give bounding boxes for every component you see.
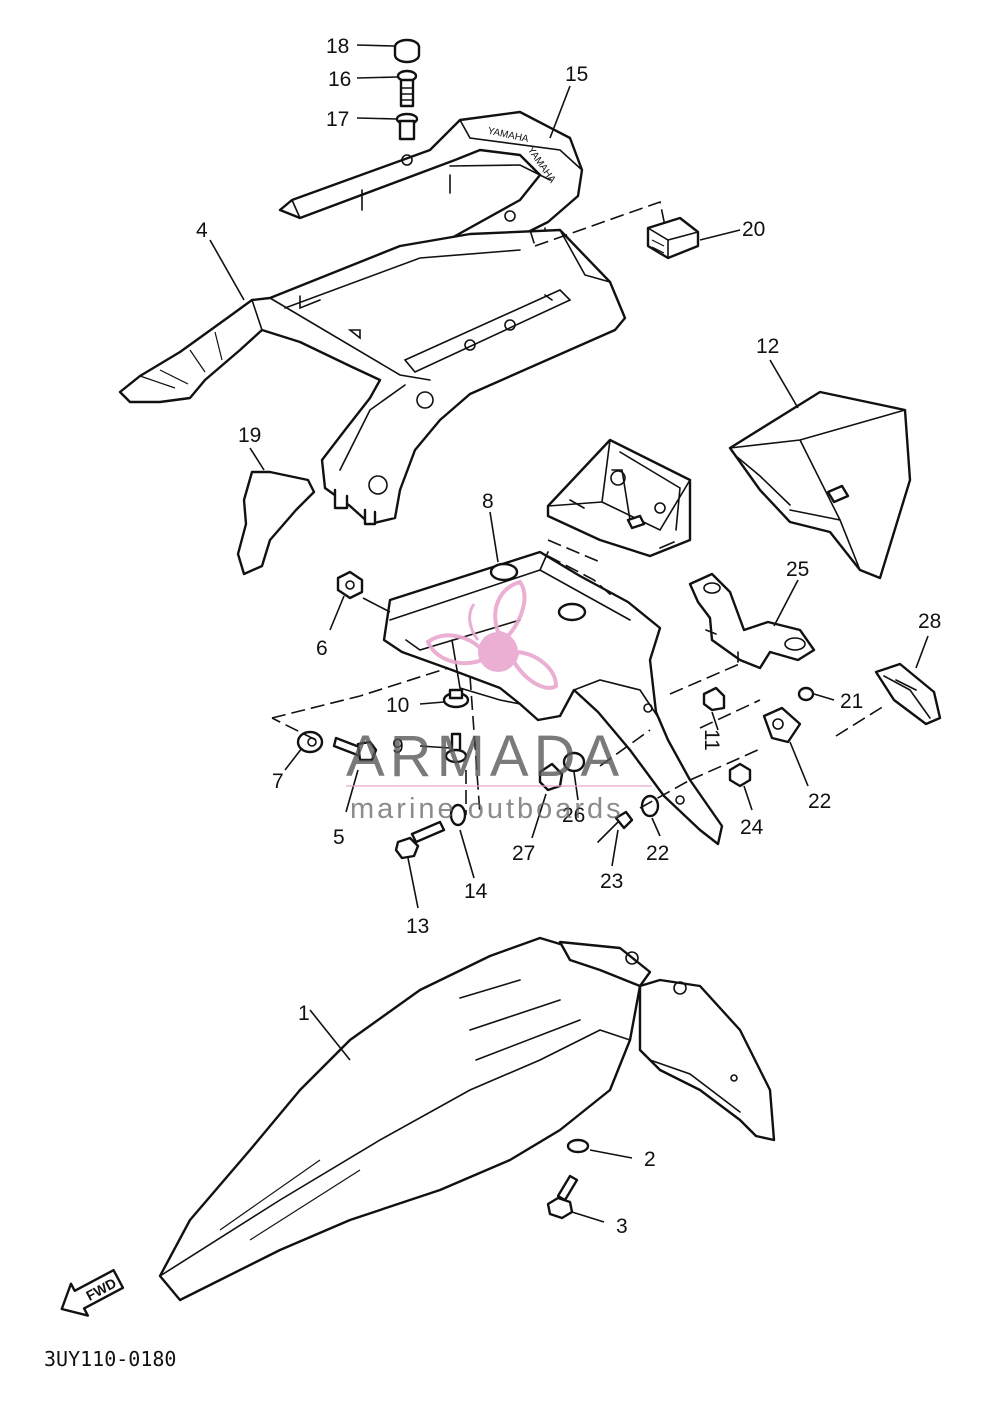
callout-15: 15	[565, 63, 588, 86]
callout-21: 22	[808, 790, 831, 813]
part-20-block	[646, 216, 700, 260]
part-24-reflector	[874, 662, 942, 726]
callout-25: 24	[740, 816, 764, 839]
part-4-tail-cowl	[118, 228, 627, 526]
callout-26: 25	[786, 558, 809, 581]
part-9-screw	[444, 732, 468, 764]
watermark-brand: ARMADA	[346, 724, 624, 789]
callout-17: 17	[326, 108, 349, 131]
part-6-nut	[336, 570, 364, 600]
callout-12: 12	[756, 335, 779, 358]
watermark: ARMADA marine outboards	[346, 579, 652, 825]
fwd-arrow-icon: FWD	[60, 1268, 125, 1317]
callout-2: 2	[644, 1148, 656, 1171]
part-25-nut	[728, 762, 752, 788]
callout-labels: 18 16 17 15 4 20 12 19 8 25 28 6 10 21 1…	[196, 35, 941, 1238]
part-10-grommet	[442, 688, 470, 709]
callout-16: 16	[328, 68, 351, 91]
upper-bracket	[546, 438, 692, 558]
callout-9: 9	[392, 735, 404, 758]
part-2-washer	[566, 1138, 590, 1154]
rear-frame	[382, 550, 724, 846]
watermark-tagline: marine outboards	[350, 793, 624, 825]
assembly-lines	[271, 200, 885, 816]
callout-28: 27	[512, 842, 535, 865]
part-14-washer	[449, 803, 467, 827]
callout-1: 1	[298, 1002, 310, 1025]
callout-24: 28	[918, 610, 941, 633]
part-12-cover	[728, 390, 912, 580]
part-16-bolt	[396, 69, 418, 108]
callout-10: 10	[386, 694, 409, 717]
part-23-screw	[597, 810, 634, 843]
part-1-rear-fender	[158, 936, 776, 1302]
part-19-plate	[236, 470, 316, 576]
part-11-nut	[702, 686, 726, 712]
part-21-bracket	[762, 706, 802, 744]
callout-14: 14	[464, 880, 488, 903]
leader-lines	[209, 44, 929, 1223]
callout-22-upper: 21	[840, 690, 863, 713]
callout-11: 11	[700, 729, 723, 751]
callout-22-lower: 22	[646, 842, 669, 865]
callout-27: 26	[562, 804, 585, 827]
callout-23: 23	[600, 870, 623, 893]
part-27-grommet	[562, 751, 586, 773]
callout-20: 20	[742, 218, 765, 241]
diagram-code: 3UY110-0180	[44, 1347, 176, 1371]
part-22-washer-upper	[797, 686, 815, 702]
callout-6: 6	[316, 637, 328, 660]
callout-7: 7	[272, 770, 284, 793]
part-17-collar	[395, 112, 419, 141]
callout-8: 8	[482, 490, 494, 513]
callout-3: 3	[616, 1215, 628, 1238]
callout-18: 18	[326, 35, 349, 58]
part-5-bolt	[332, 736, 378, 762]
part-7-nut	[296, 730, 324, 754]
part-26-bracket	[688, 572, 816, 670]
part-18-cap	[393, 38, 421, 64]
callout-13: 13	[406, 915, 429, 938]
callout-19: 19	[238, 424, 261, 447]
callout-5: 5	[333, 826, 345, 849]
watermark-logo-icon	[425, 579, 559, 690]
part-13-bolt	[394, 820, 446, 860]
callout-4: 4	[196, 219, 208, 242]
